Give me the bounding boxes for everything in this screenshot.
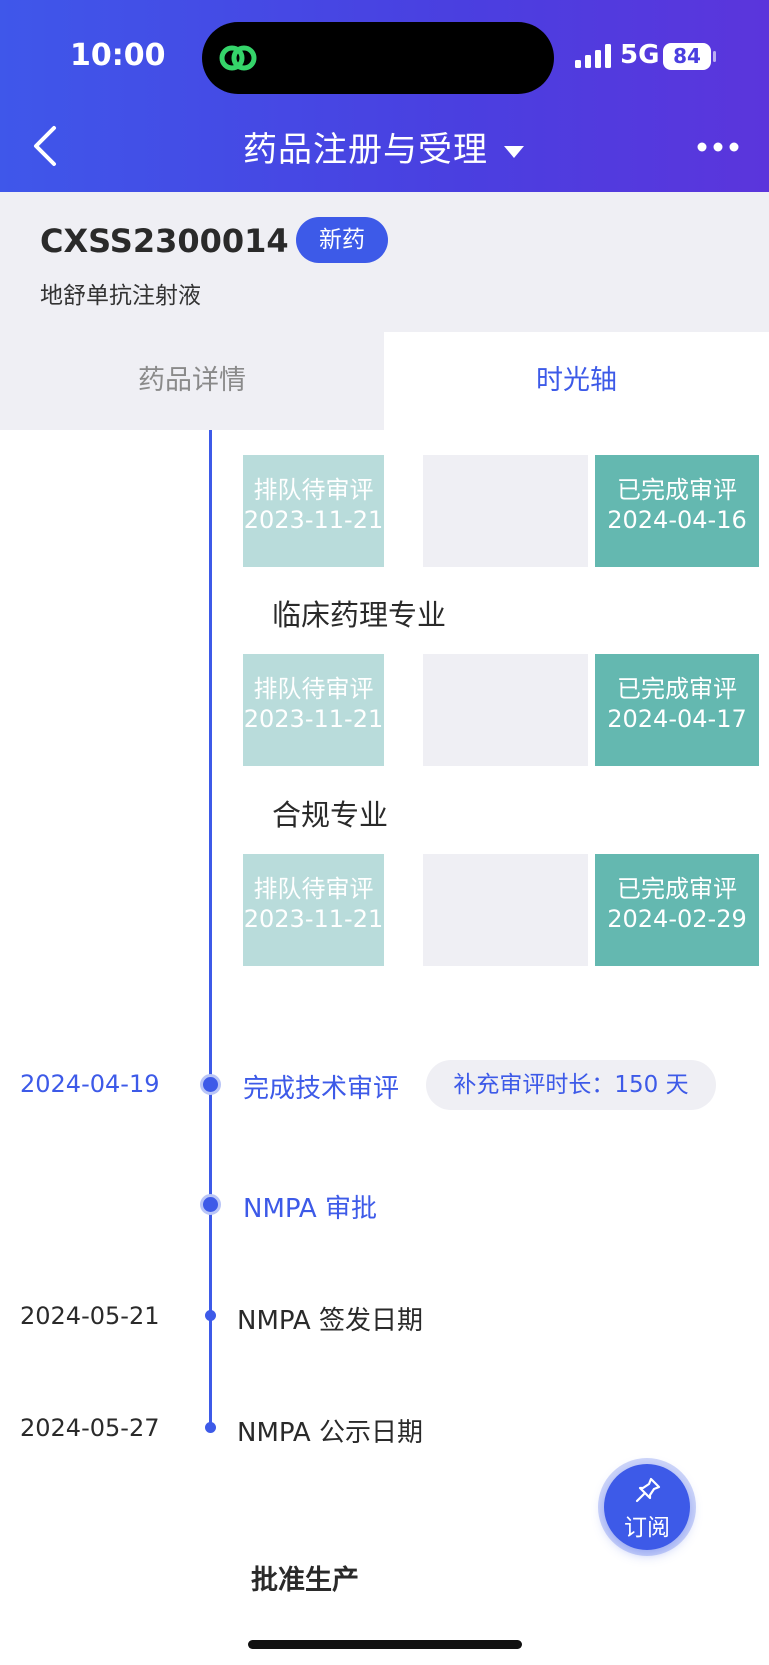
- review-status-row: 排队待审评 2023-11-21 已完成审评 2024-02-29: [243, 854, 759, 966]
- review-section-label: 临床药理专业: [272, 598, 447, 632]
- review-status-row: 排队待审评 2023-11-21 已完成审评 2024-04-17: [243, 654, 759, 766]
- done-status: 已完成审评: [617, 875, 737, 903]
- queue-review-box: 排队待审评 2023-11-21: [243, 854, 384, 966]
- timeline-dot: [205, 1422, 216, 1433]
- more-icon[interactable]: [697, 142, 739, 152]
- done-date: 2024-04-16: [607, 506, 747, 534]
- drug-code: CXSS2300014: [40, 222, 289, 260]
- event-date: 2024-05-21: [20, 1302, 160, 1330]
- link-app-icon: [219, 45, 257, 71]
- tab-bar: 药品详情 时光轴: [0, 332, 769, 430]
- event-date: 2024-04-19: [20, 1070, 160, 1098]
- timeline-line: [209, 430, 212, 1430]
- nav-title-dropdown[interactable]: 药品注册与受理: [0, 122, 769, 171]
- drug-type-badge: 新药: [296, 217, 388, 263]
- done-date: 2024-04-17: [607, 705, 747, 733]
- event-label: NMPA 审批: [243, 1194, 377, 1224]
- network-label: 5G: [620, 40, 660, 70]
- review-section-label: 合规专业: [272, 798, 389, 832]
- section-title: 批准生产: [251, 1565, 359, 1596]
- battery-cap: [713, 51, 716, 62]
- event-label: 完成技术审评: [243, 1074, 400, 1104]
- queue-date: 2023-11-21: [243, 705, 384, 733]
- home-indicator[interactable]: [248, 1640, 522, 1649]
- queue-date: 2023-11-21: [243, 506, 384, 534]
- queue-status: 排队待审评: [253, 476, 374, 504]
- page-title: 药品注册与受理: [243, 130, 488, 170]
- timeline-dot: [200, 1074, 221, 1095]
- done-date: 2024-02-29: [607, 905, 747, 933]
- dynamic-island: [202, 22, 554, 94]
- in-review-box: [423, 854, 588, 966]
- queue-date: 2023-11-21: [243, 905, 384, 933]
- drug-name: 地舒单抗注射液: [40, 283, 201, 309]
- tab-timeline[interactable]: 时光轴: [384, 332, 769, 430]
- subscribe-button[interactable]: 订阅: [604, 1464, 690, 1550]
- back-icon[interactable]: [26, 122, 66, 170]
- tab-drug-detail[interactable]: 药品详情: [0, 332, 384, 430]
- in-review-box: [423, 455, 588, 567]
- battery-icon: 84: [663, 43, 711, 70]
- duration-pill: 补充审评时长：150 天: [426, 1060, 716, 1110]
- subscribe-label: 订阅: [624, 1515, 670, 1541]
- done-status: 已完成审评: [617, 675, 737, 703]
- review-status-row: 排队待审评 2023-11-21 已完成审评 2024-04-16: [243, 455, 759, 567]
- status-time: 10:00: [70, 38, 166, 73]
- in-review-box: [423, 654, 588, 766]
- queue-status: 排队待审评: [253, 875, 374, 903]
- event-label: NMPA 公示日期: [237, 1418, 423, 1448]
- drug-info-panel: CXSS2300014 新药 地舒单抗注射液: [0, 192, 769, 332]
- pin-icon: [635, 1477, 661, 1503]
- queue-review-box: 排队待审评 2023-11-21: [243, 455, 384, 567]
- event-label: NMPA 签发日期: [237, 1306, 423, 1336]
- queue-review-box: 排队待审评 2023-11-21: [243, 654, 384, 766]
- event-date: 2024-05-27: [20, 1414, 160, 1442]
- chevron-down-icon: [504, 145, 524, 158]
- timeline-dot: [205, 1310, 216, 1321]
- done-review-box: 已完成审评 2024-02-29: [595, 854, 759, 966]
- done-status: 已完成审评: [617, 476, 737, 504]
- done-review-box: 已完成审评 2024-04-17: [595, 654, 759, 766]
- app-header: 10:00 5G 84 药品注册与受理: [0, 0, 769, 192]
- done-review-box: 已完成审评 2024-04-16: [595, 455, 759, 567]
- timeline-dot: [200, 1194, 221, 1215]
- queue-status: 排队待审评: [253, 675, 374, 703]
- signal-icon: [575, 44, 611, 68]
